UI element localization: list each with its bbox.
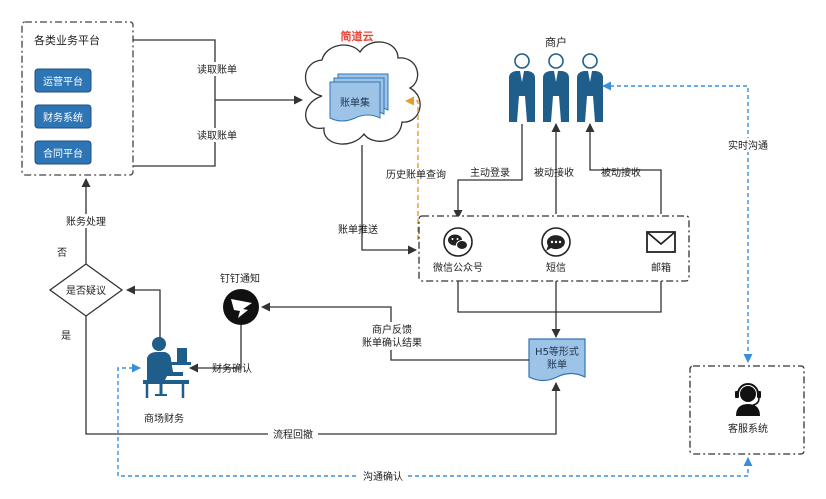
merchants-group: 商户 [509, 35, 603, 122]
jiandaoyun-cloud: 简道云 账单集 [305, 29, 421, 145]
decision-label: 是否疑议 [66, 285, 106, 297]
channel-wechat-label: 微信公众号 [433, 261, 483, 274]
edge-bill-push: 账单推送 [338, 145, 417, 255]
merchant-person-icon [543, 53, 569, 122]
service-label: 客服系统 [728, 422, 768, 435]
channel-mail-label: 邮箱 [651, 261, 671, 274]
cloud-title: 简道云 [341, 29, 374, 43]
edge-accounting: 账务处理 否 [57, 178, 110, 264]
platform-contract[interactable]: 合同平台 [34, 140, 92, 165]
platform-finance[interactable]: 财务系统 [34, 104, 92, 129]
platforms-title: 各类业务平台 [34, 33, 100, 47]
edge-read-bill-top-label: 读取账单 [197, 63, 237, 76]
platform-contract-label: 合同平台 [43, 147, 83, 160]
notification-channels-group: 微信公众号 短信 邮箱 [418, 215, 690, 282]
dingtalk-label: 钉钉通知 [220, 272, 260, 285]
edge-finance-confirm-label: 财务确认 [212, 362, 252, 375]
h5-bill-label-line1: H5等形式 [535, 345, 579, 358]
edge-yes-label: 是 [61, 330, 71, 342]
edge-merchant-feedback: 商户反馈 账单确认结果 [261, 302, 529, 361]
edge-read-bill-bottom-label: 读取账单 [197, 129, 237, 142]
edge-feedback-line2: 账单确认结果 [362, 336, 422, 349]
edge-finance-to-decision [126, 285, 161, 338]
h5-bill-node[interactable]: H5等形式 账单 [528, 338, 586, 382]
edge-feedback-line1: 商户反馈 [372, 323, 412, 336]
edge-read-bill: 读取账单 读取账单 [133, 39, 303, 167]
edge-no-label: 否 [57, 247, 67, 259]
finance-staff-icon [143, 337, 191, 398]
mall-finance-node[interactable]: 商场财务 [143, 337, 191, 425]
edge-bill-push-label: 账单推送 [338, 223, 378, 236]
dingtalk-notify-node[interactable]: 钉钉通知 [220, 272, 260, 325]
edge-passive-receive-mail-label: 被动接收 [601, 166, 641, 179]
merchant-person-icon [577, 53, 603, 122]
edge-channels-to-h5 [457, 281, 662, 338]
mail-icon [646, 231, 676, 253]
bill-set-document[interactable]: 账单集 [329, 73, 389, 122]
edge-passive-receive-sms-label: 被动接收 [534, 166, 574, 179]
sms-icon [546, 235, 565, 251]
platform-finance-label: 财务系统 [43, 111, 83, 124]
edge-process-back: 是 流程回撤 [61, 316, 561, 441]
customer-service-system[interactable]: 客服系统 [689, 365, 805, 455]
edge-comm-confirm-label: 沟通确认 [363, 470, 403, 483]
edge-passive-receive-sms: 被动接收 [534, 123, 574, 214]
h5-bill-label-line2: 账单 [547, 359, 567, 371]
channel-wechat[interactable]: 微信公众号 [433, 227, 483, 274]
edge-passive-receive-mail: 被动接收 [585, 123, 662, 214]
edge-active-login-label: 主动登录 [470, 166, 510, 179]
finance-label: 商场财务 [144, 412, 184, 425]
bill-set-label: 账单集 [340, 96, 370, 109]
platform-ops[interactable]: 运营平台 [34, 68, 92, 93]
edge-process-back-label: 流程回撤 [273, 428, 313, 441]
edge-comm-confirm: 沟通确认 [117, 363, 753, 483]
edge-realtime-comm: 实时沟通 [602, 81, 774, 363]
edge-realtime-comm-label: 实时沟通 [728, 139, 768, 152]
edge-accounting-label: 账务处理 [66, 215, 106, 228]
channel-sms-label: 短信 [546, 261, 566, 274]
dingtalk-icon [231, 299, 252, 318]
merchants-title: 商户 [545, 35, 567, 49]
business-platforms-group: 各类业务平台 运营平台 财务系统 合同平台 [21, 21, 134, 176]
channel-sms[interactable]: 短信 [541, 227, 571, 274]
edge-history-query-label: 历史账单查询 [386, 168, 446, 181]
decision-dispute-node[interactable]: 是否疑议 [48, 263, 124, 317]
merchant-person-icon [509, 53, 535, 122]
wechat-icon [448, 234, 468, 250]
edge-active-login: 历史账单查询 主动登录 [386, 124, 523, 219]
edge-finance-confirm: 财务确认 [189, 325, 252, 375]
platform-ops-label: 运营平台 [43, 75, 83, 88]
